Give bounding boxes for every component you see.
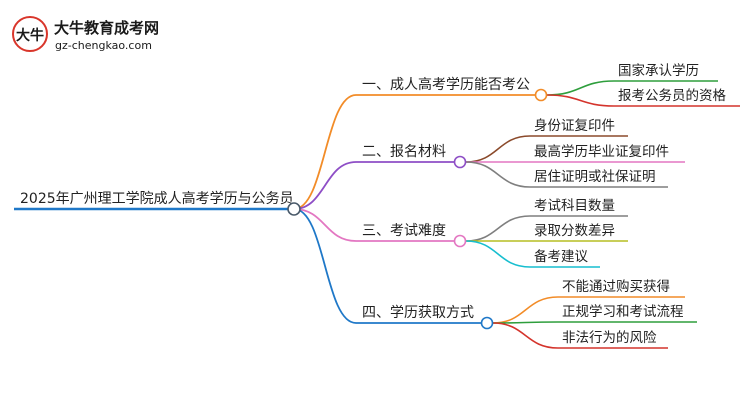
branch-connector: [293, 94, 357, 210]
leaf-topic[interactable]: 报考公务员的资格: [618, 88, 726, 104]
leaf-connector: [465, 135, 531, 163]
leaf-connector: [492, 296, 559, 324]
leaf-connector: [492, 322, 559, 349]
leaf-topic[interactable]: 居住证明或社保证明: [534, 169, 656, 185]
collapse-toggle-icon[interactable]: [534, 88, 548, 102]
leaf-connector: [465, 240, 531, 268]
leaf-topic[interactable]: 备考建议: [534, 248, 588, 265]
logo-badge-icon: [12, 16, 48, 52]
leaf-connector: [465, 215, 531, 242]
branch-topic[interactable]: 四、学历获取方式: [362, 305, 474, 321]
branch-topic[interactable]: 一、成人高考学历能否考公: [362, 76, 530, 93]
leaf-topic[interactable]: 正规学习和考试流程: [562, 304, 684, 320]
branch-connector: [293, 208, 357, 242]
leaf-topic[interactable]: 考试科目数量: [534, 198, 615, 214]
collapse-toggle-icon[interactable]: [480, 316, 494, 330]
leaf-topic[interactable]: 国家承认学历: [618, 62, 699, 79]
leaf-topic[interactable]: 不能通过购买获得: [562, 278, 670, 295]
leaf-topic[interactable]: 最高学历毕业证复印件: [534, 143, 669, 160]
collapse-toggle-icon[interactable]: [287, 202, 301, 216]
leaf-topic[interactable]: 身份证复印件: [534, 117, 615, 134]
leaf-connector: [546, 80, 615, 96]
branch-topic[interactable]: 三、考试难度: [362, 223, 446, 239]
collapse-toggle-icon[interactable]: [453, 234, 467, 248]
branch-connector: [293, 161, 357, 210]
collapse-toggle-icon[interactable]: [453, 155, 467, 169]
connector-lines: [14, 80, 740, 349]
logo-mark: 大牛: [16, 27, 44, 44]
leaf-connector: [546, 94, 615, 107]
leaf-connector: [465, 161, 531, 188]
leaf-topic[interactable]: 非法行为的风险: [562, 330, 657, 346]
mindmap-nodes: 2025年广州理工学院成人高考学历与公务员 一、成人高考学历能否考公 国家承认学历报…: [20, 62, 726, 346]
branch-connector: [293, 208, 357, 324]
leaf-topic[interactable]: 录取分数差异: [534, 223, 615, 239]
site-logo[interactable]: 大牛 大牛教育成考网 gz-chengkao.com: [12, 16, 159, 52]
logo-title: 大牛教育成考网: [54, 19, 159, 37]
root-topic[interactable]: 2025年广州理工学院成人高考学历与公务员: [20, 190, 294, 207]
logo-url: gz-chengkao.com: [55, 39, 152, 52]
branch-topic[interactable]: 二、报名材料: [362, 144, 446, 160]
